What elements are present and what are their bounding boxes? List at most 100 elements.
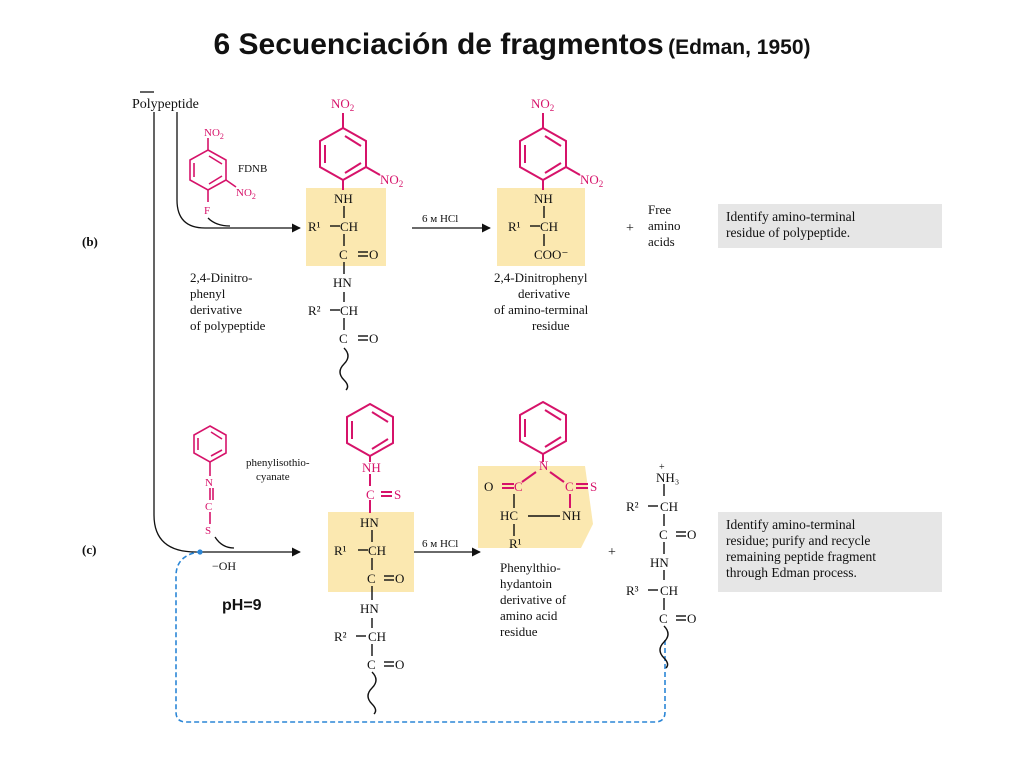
frag-hn: HN (650, 555, 669, 570)
dnp1-ch2: CH (340, 303, 358, 318)
pitc-ring (193, 425, 227, 524)
svg-text:2,4-Dinitro-: 2,4-Dinitro- (190, 270, 252, 285)
plus-c: + (608, 545, 616, 560)
pth-nh: NH (562, 508, 581, 523)
caption-pth: Phenylthio- hydantoin derivative of amin… (500, 560, 567, 639)
svg-text:amino acid: amino acid (500, 608, 558, 623)
ptc-o2: O (395, 657, 404, 672)
ptc-c: C (366, 487, 375, 502)
pth-ring (502, 400, 588, 508)
svg-text:acids: acids (648, 234, 675, 249)
hydroxide-label: −OH (212, 559, 236, 573)
ptc-o: O (395, 571, 404, 586)
ptc-c2: C (367, 571, 376, 586)
fdnb-no2-side: NO2 (236, 187, 256, 201)
reaction-paths (140, 91, 491, 557)
polypeptide-label: Polypeptide (132, 97, 199, 112)
dnp-ring-2 (519, 113, 581, 190)
svg-text:residue: residue (532, 318, 570, 333)
dnp2-coo: COO⁻ (534, 247, 568, 262)
fdnb-label: FDNB (238, 163, 267, 175)
dnp2-no2-side: NO2 (580, 172, 603, 189)
title-sub: (Edman, 1950) (668, 36, 811, 59)
dnp1-o: O (369, 247, 378, 262)
hcl-label-c: 6 м HCl (422, 538, 458, 550)
fdnb-fluorine: F (204, 205, 210, 217)
page-title: 6 Secuenciación de fragmentos (Edman, 19… (0, 28, 1024, 62)
ptc-r1: R¹ (334, 543, 347, 558)
pth-c-left: C (514, 479, 523, 494)
svg-text:amino: amino (648, 218, 681, 233)
frag-nh3: NH₃ (656, 470, 679, 485)
pth-n: N (539, 458, 549, 473)
frag-ch2: CH (660, 583, 678, 598)
fdnb-ring (189, 138, 237, 202)
dnp2-nh: NH (534, 191, 553, 206)
svg-text:residue: residue (500, 624, 538, 639)
pitc-n: N (205, 477, 213, 489)
pitc-c: C (205, 501, 212, 513)
dnp1-c: C (339, 247, 348, 262)
ptc-hn: HN (360, 515, 379, 530)
title-main: 6 Secuenciación de fragmentos (213, 28, 664, 61)
dnp1-hn: HN (333, 275, 352, 290)
dnp1-no2-top: NO2 (331, 96, 354, 113)
frag-ch: CH (660, 499, 678, 514)
svg-text:2,4-Dinitrophenyl: 2,4-Dinitrophenyl (494, 270, 588, 285)
dnp2-ch: CH (540, 219, 558, 234)
pth-hc: HC (500, 508, 518, 523)
ph-label: pH=9 (222, 597, 262, 614)
recycle-arrow-tip (197, 549, 203, 555)
frag-r2: R² (626, 499, 639, 514)
pitc-s: S (205, 525, 211, 537)
highlight-c1 (328, 512, 414, 592)
hcl-label-b: 6 м HCl (422, 213, 458, 225)
ptc-hn2: HN (360, 601, 379, 616)
dnp1-no2-side: NO2 (380, 172, 403, 189)
ptc-ch2: CH (368, 629, 386, 644)
ptc-s: S (394, 487, 401, 502)
ptc-ch: CH (368, 543, 386, 558)
note-b: Identify amino-terminal residue of polyp… (718, 204, 942, 248)
highlight-b1 (306, 188, 386, 266)
frag-c2: C (659, 611, 668, 626)
note-c: Identify amino-terminal residue; purify … (718, 512, 942, 592)
pitc-label-1: phenylisothio- (246, 457, 310, 469)
dnp1-o2: O (369, 331, 378, 346)
pth-o: O (484, 479, 493, 494)
dnp1-nh: NH (334, 191, 353, 206)
pitc-label-2: cyanate (256, 471, 290, 483)
svg-text:derivative: derivative (190, 302, 242, 317)
recycle-loop (175, 551, 666, 723)
ptc-ring (346, 402, 394, 513)
dnp1-c2: C (339, 331, 348, 346)
plus-b: + (626, 221, 634, 236)
frag-o2: O (687, 611, 696, 626)
ptc-nh: NH (362, 460, 381, 475)
part-b-label: (b) (82, 234, 98, 249)
frag-o: O (687, 527, 696, 542)
backbone-bonds (330, 206, 686, 715)
pth-r1: R¹ (509, 536, 522, 551)
svg-text:derivative of: derivative of (500, 592, 567, 607)
pth-c-right: C (565, 479, 574, 494)
dnp1-r2: R² (308, 303, 321, 318)
frag-r3: R³ (626, 583, 639, 598)
frag-c: C (659, 527, 668, 542)
fdnb-no2-top: NO2 (204, 127, 224, 141)
dnp-ring-1 (319, 113, 381, 190)
highlight-b2 (497, 188, 585, 266)
svg-text:Free: Free (648, 202, 671, 217)
dnp2-no2-top: NO2 (531, 96, 554, 113)
svg-text:hydantoin: hydantoin (500, 576, 552, 591)
dnp1-r1: R¹ (308, 219, 321, 234)
caption-dnp-derivative: 2,4-Dinitro- phenyl derivative of polype… (190, 270, 266, 333)
dnp1-ch: CH (340, 219, 358, 234)
svg-text:Phenylthio-: Phenylthio- (500, 560, 561, 575)
svg-text:of amino-terminal: of amino-terminal (494, 302, 589, 317)
svg-text:derivative: derivative (518, 286, 570, 301)
pth-s: S (590, 479, 597, 494)
svg-text:phenyl: phenyl (190, 286, 226, 301)
part-c-label: (c) (82, 542, 96, 557)
